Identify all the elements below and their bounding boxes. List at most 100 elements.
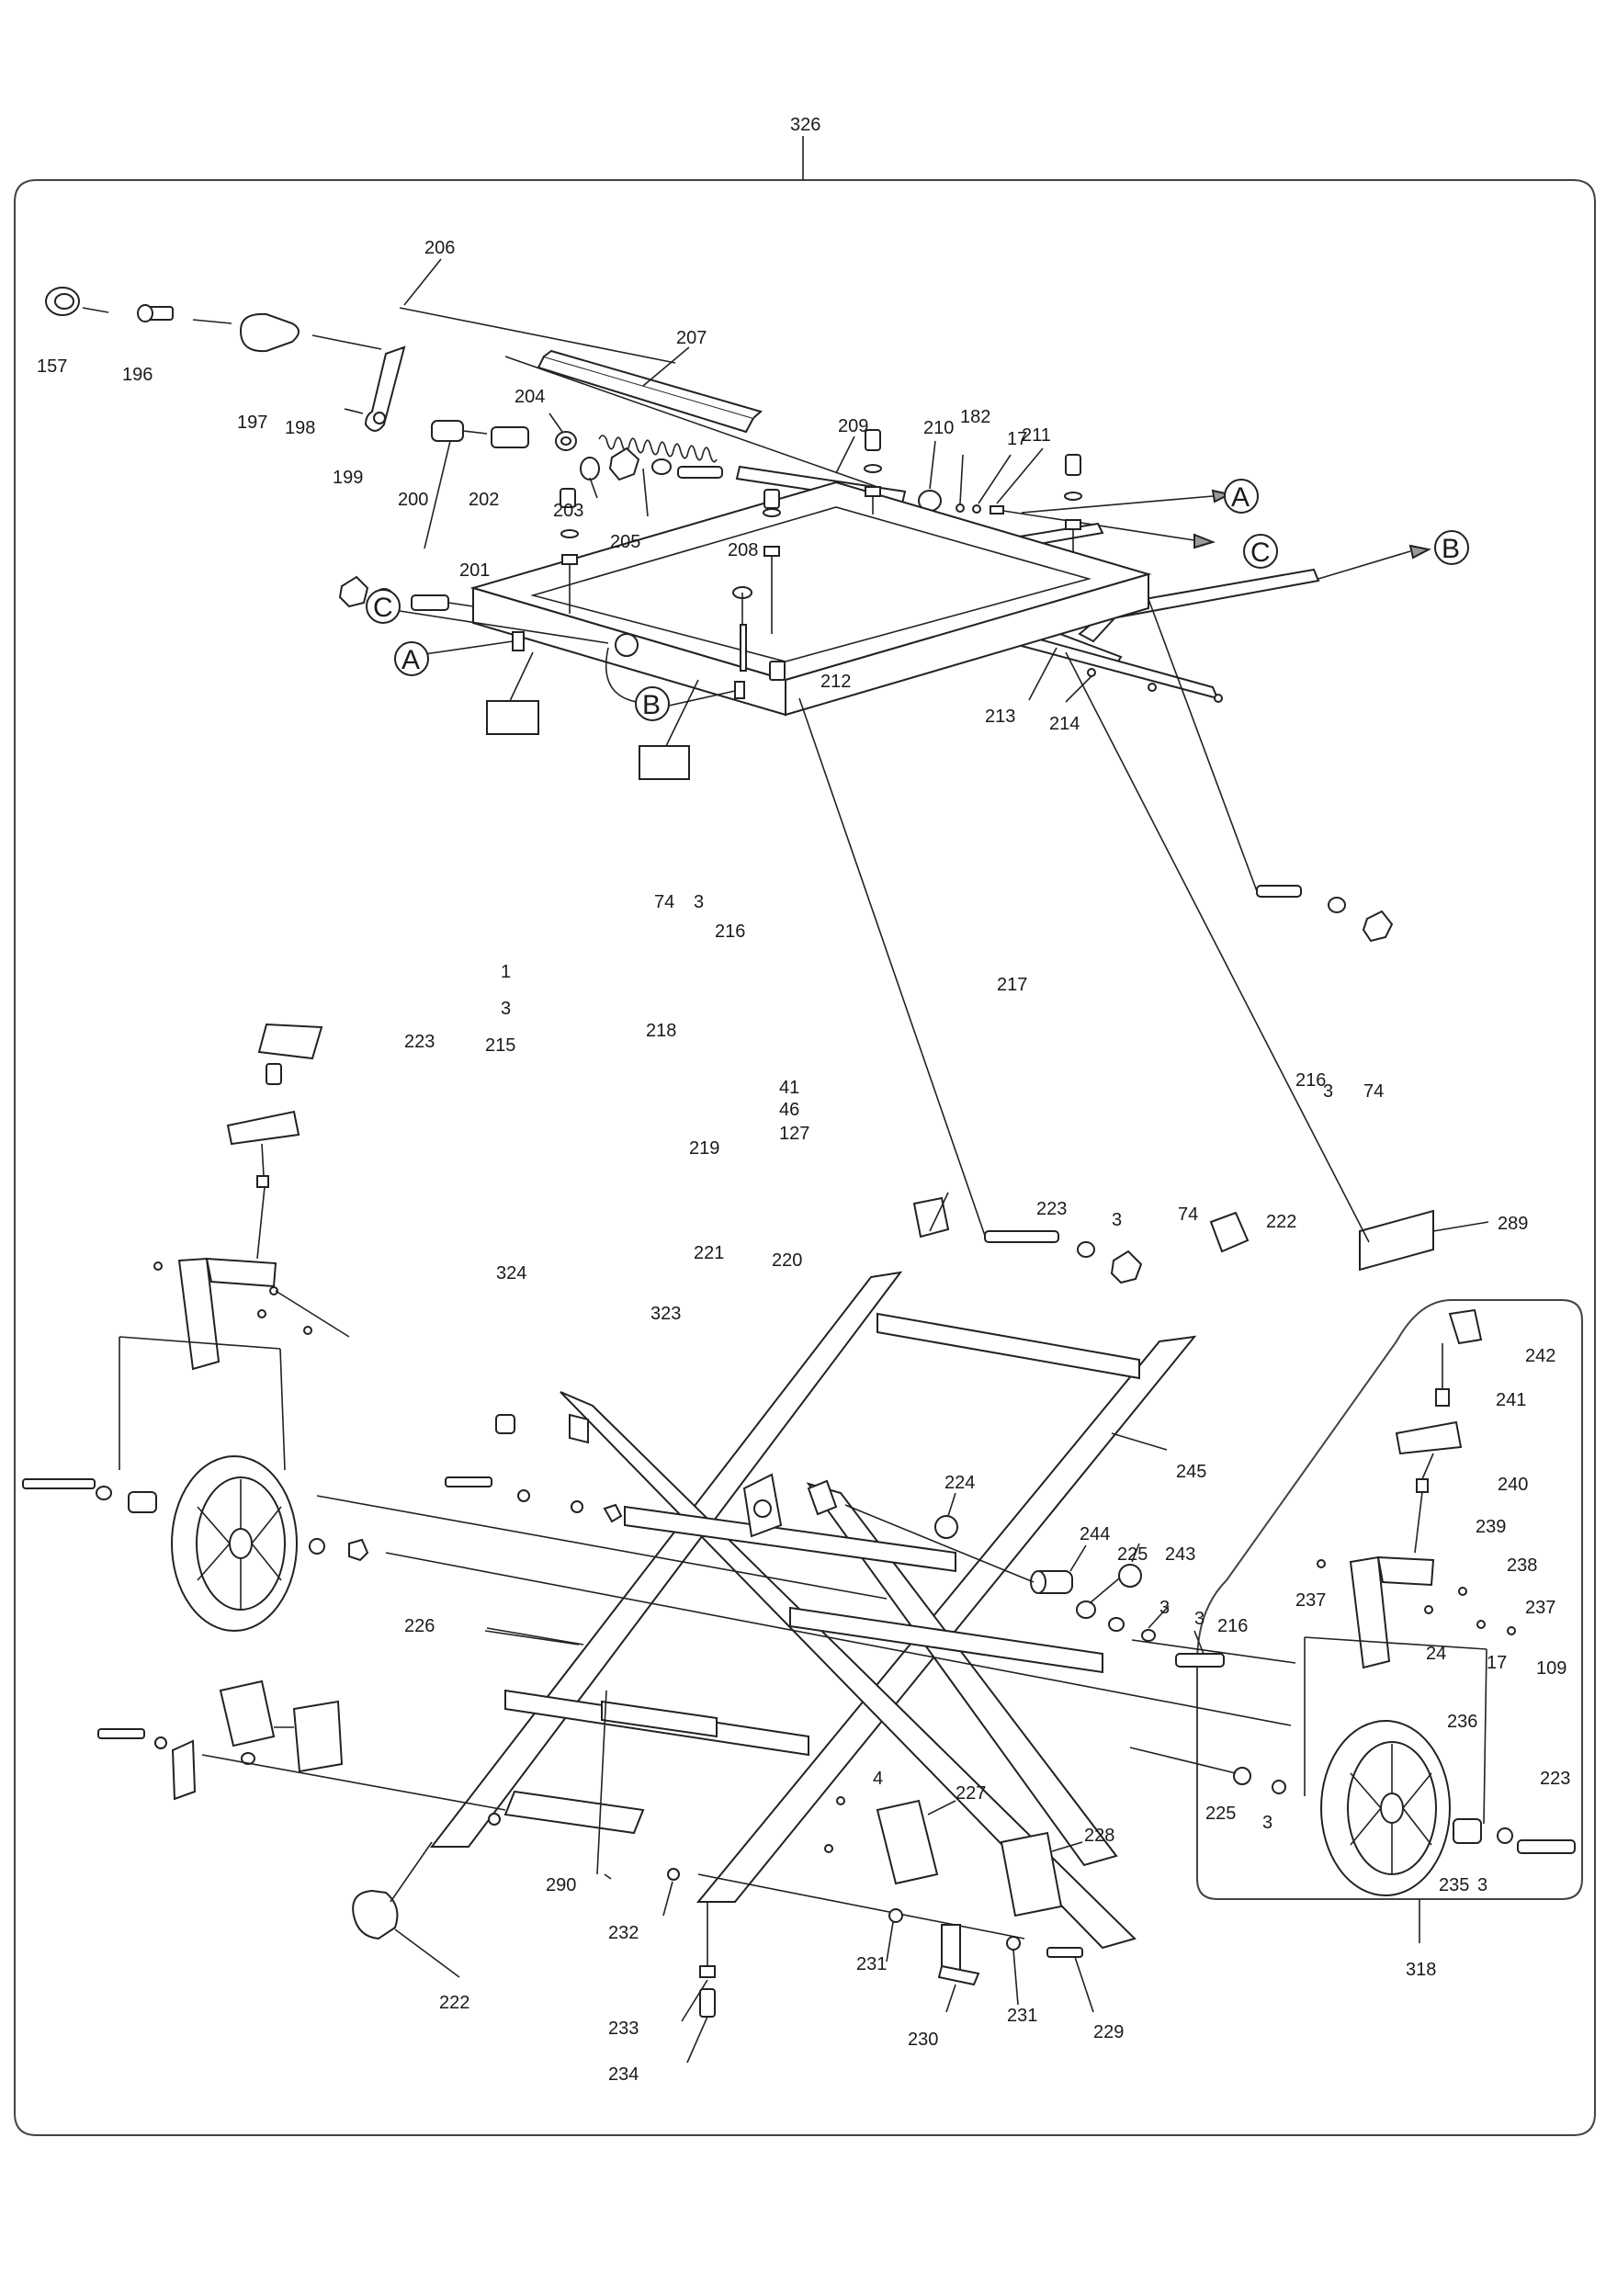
callout-C-top: C	[1243, 534, 1278, 569]
part-label: 226	[404, 1616, 435, 1636]
part-label: 241	[1496, 1390, 1526, 1410]
part-label: 4	[873, 1769, 883, 1789]
wheel-sub-assembly-frame: 318	[1196, 1299, 1583, 1980]
part-label: 17	[1487, 1653, 1507, 1673]
part-label: 207	[676, 328, 707, 348]
part-label: 24	[1426, 1644, 1446, 1664]
part-label: 3	[1159, 1598, 1170, 1618]
part-label: 290	[546, 1875, 576, 1895]
part-label: 209	[838, 416, 868, 436]
callout-C-mid: C	[366, 589, 401, 624]
part-label: 245	[1176, 1462, 1206, 1482]
part-label: 127	[779, 1124, 809, 1144]
part-label: 289	[1498, 1214, 1528, 1234]
part-label: 215	[485, 1035, 515, 1056]
callout-A-top: A	[1224, 479, 1259, 514]
part-label: 41	[779, 1078, 799, 1098]
part-label: 213	[985, 707, 1015, 727]
part-label: 223	[1540, 1769, 1570, 1789]
part-label: 216	[1295, 1070, 1326, 1091]
part-label: 217	[997, 975, 1027, 995]
part-label: 223	[404, 1032, 435, 1052]
part-label: 46	[779, 1100, 799, 1120]
part-label: 235	[1439, 1875, 1469, 1895]
svg-text:A: A	[402, 645, 420, 675]
callouts: A C B C A B	[366, 479, 1469, 721]
part-label: 225	[1117, 1544, 1148, 1565]
part-label: 212	[820, 672, 851, 692]
part-label: 234	[608, 2064, 639, 2085]
part-label: 232	[608, 1923, 639, 1943]
callout-B-top: B	[1434, 530, 1469, 565]
part-label: 243	[1165, 1544, 1195, 1565]
part-label: 237	[1525, 1598, 1555, 1618]
part-label: 182	[960, 407, 990, 427]
part-label: 204	[515, 387, 545, 407]
part-label: 198	[285, 418, 315, 438]
part-label: 219	[689, 1138, 719, 1159]
part-label: 210	[923, 418, 954, 438]
part-label: 3	[1323, 1081, 1333, 1102]
part-label: 74	[1363, 1081, 1384, 1102]
part-label: 3	[501, 999, 511, 1019]
part-label: 222	[439, 1993, 469, 2013]
part-label: 230	[908, 2030, 938, 2050]
part-label: 221	[694, 1243, 724, 1263]
part-label: 216	[1217, 1616, 1248, 1636]
assembly-frame: 326	[14, 115, 1596, 2136]
callout-B-mid: B	[635, 686, 670, 721]
part-label: 208	[728, 540, 758, 560]
part-label: 3	[1194, 1609, 1204, 1629]
part-label: 199	[333, 468, 363, 488]
part-label: 206	[424, 238, 455, 258]
part-label: 225	[1205, 1804, 1236, 1824]
part-label: 244	[1080, 1524, 1110, 1544]
part-label: 157	[37, 356, 67, 377]
part-label: 196	[122, 365, 153, 385]
part-label: 218	[646, 1021, 676, 1041]
part-label: 242	[1525, 1346, 1555, 1366]
part-label: 74	[1178, 1205, 1198, 1225]
part-label: 227	[956, 1783, 986, 1804]
part-label: 197	[237, 413, 267, 433]
assembly-number: 326	[790, 115, 820, 135]
svg-text:B: B	[1442, 534, 1460, 564]
spring-205	[598, 435, 718, 463]
part-label: 324	[496, 1263, 526, 1284]
table-frame-assembly	[338, 429, 1489, 1284]
callout-A-mid: A	[394, 641, 429, 676]
part-label: 74	[654, 892, 674, 912]
part-label: 201	[459, 560, 490, 581]
svg-text:B: B	[642, 690, 661, 720]
part-label: 3	[1262, 1813, 1272, 1833]
part-label: 203	[553, 501, 583, 521]
svg-text:A: A	[1231, 482, 1250, 513]
part-label: 17	[1007, 429, 1027, 449]
part-label: 231	[1007, 2006, 1037, 2026]
part-label: 231	[856, 1954, 887, 1974]
part-label: 323	[650, 1304, 681, 1324]
part-label: 109	[1536, 1658, 1566, 1679]
part-label: 229	[1093, 2022, 1124, 2042]
part-label: 3	[1477, 1875, 1487, 1895]
part-label: 228	[1084, 1826, 1114, 1846]
part-label: 3	[1112, 1210, 1122, 1230]
part-label: 205	[610, 532, 640, 552]
part-label: 224	[944, 1473, 975, 1493]
part-label: 222	[1266, 1212, 1296, 1232]
part-label: 220	[772, 1250, 802, 1271]
svg-text:C: C	[373, 593, 393, 623]
part-label: 240	[1498, 1475, 1528, 1495]
part-label: 202	[469, 490, 499, 510]
part-label: 239	[1476, 1517, 1506, 1537]
part-label: 223	[1036, 1199, 1067, 1219]
part-label: 1	[501, 962, 511, 982]
part-label: 211	[1022, 425, 1051, 446]
svg-text:C: C	[1250, 537, 1271, 568]
part-label: 3	[694, 892, 704, 912]
part-labels: 157 196 197 198 199 200 201 202 203 204 …	[37, 238, 1570, 2085]
leg-stand-assembly	[22, 1023, 1576, 2064]
part-label: 236	[1447, 1712, 1477, 1732]
